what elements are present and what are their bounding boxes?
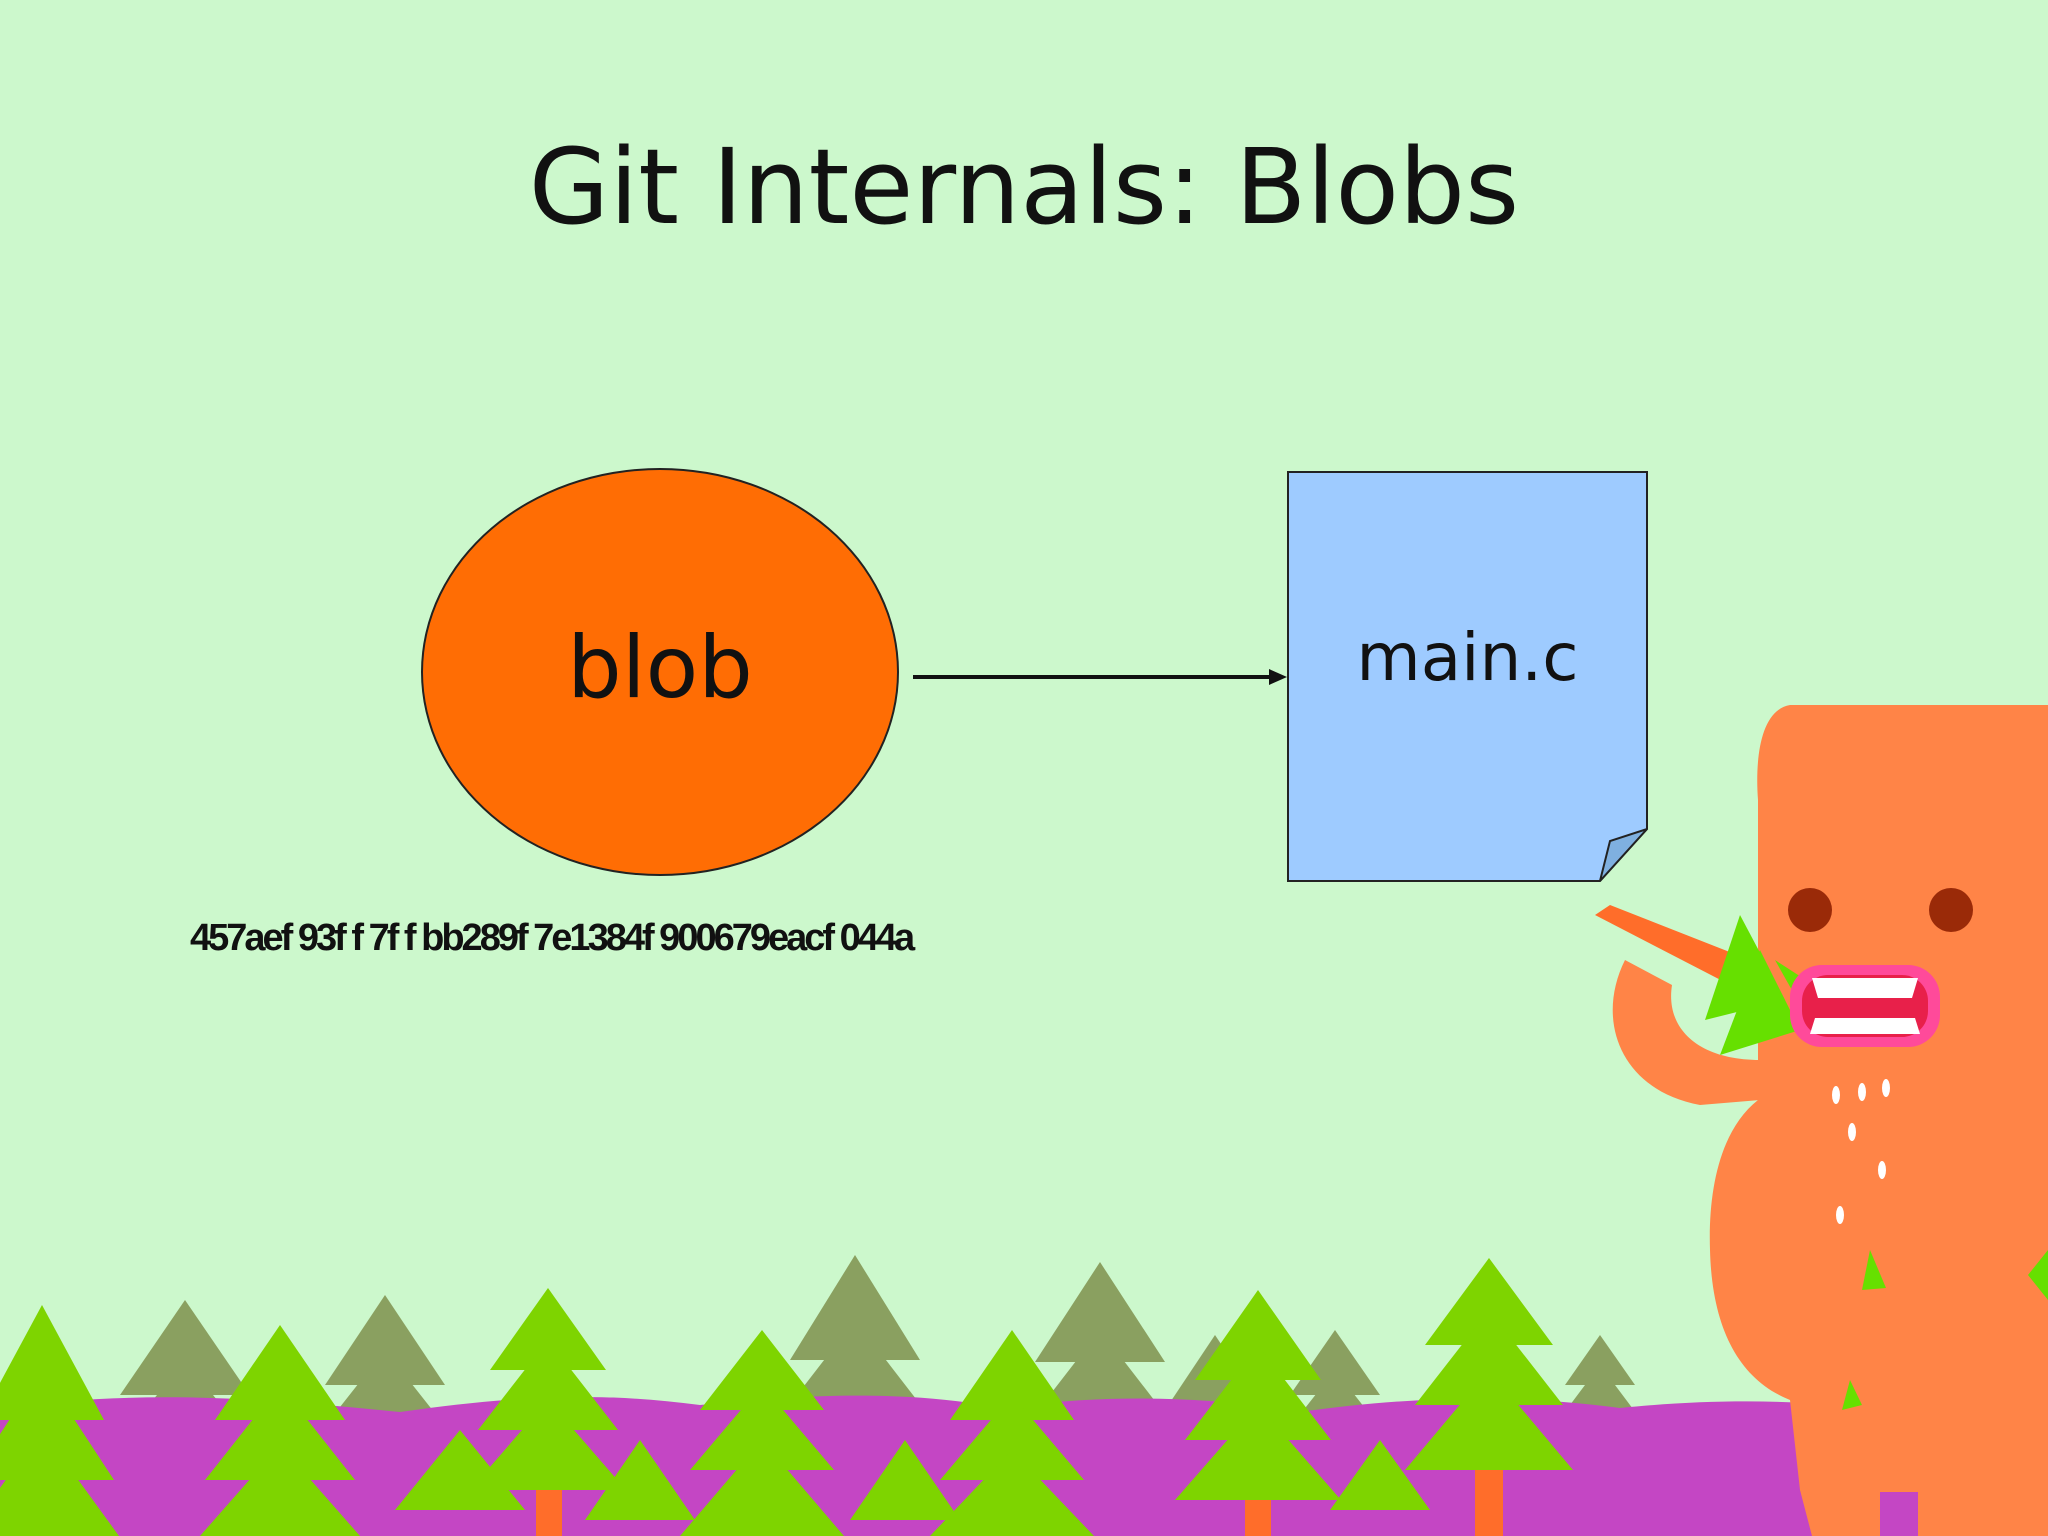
blob-node [421, 468, 899, 876]
file-node-main-c [1287, 471, 1648, 882]
foreground-trees [0, 1258, 1573, 1536]
orange-monster [1595, 705, 2048, 1536]
blob-hash: 457aef 93f f 7f f bb289f 7e1384f 900679e… [190, 917, 915, 959]
slide-title: Git Internals: Blobs [528, 126, 1520, 248]
file-label: main.c [1356, 619, 1579, 696]
blob-label: blob [567, 618, 753, 718]
